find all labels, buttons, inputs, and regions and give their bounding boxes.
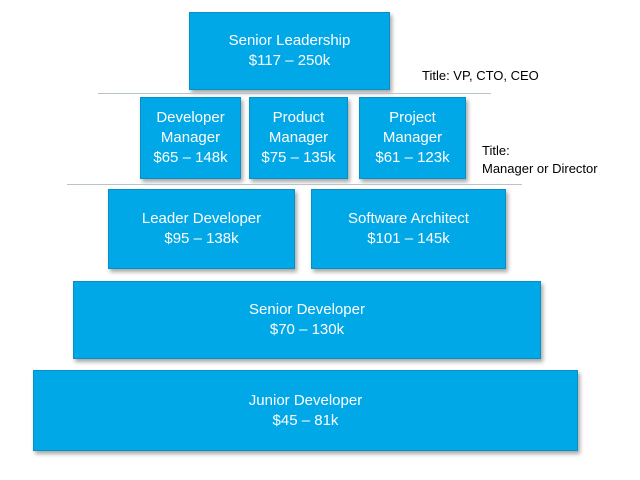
executive-title-note: Title: VP, CTO, CEO (422, 67, 539, 85)
divider-middle (67, 184, 522, 185)
developer-manager-label-line2: Manager (160, 129, 221, 146)
product-manager-label-line2: Manager (268, 129, 329, 146)
software-architect-label: Software Architect (348, 210, 469, 227)
project-manager-salary: $61 – 123k (375, 149, 450, 166)
software-architect-box: Software Architect $101 – 145k (311, 189, 506, 269)
senior-leadership-label: Senior Leadership (228, 32, 351, 49)
junior-developer-box: Junior Developer $45 – 81k (33, 370, 578, 451)
product-manager-salary: $75 – 135k (261, 149, 336, 166)
product-manager-label-line1: Product (272, 109, 325, 126)
developer-manager-salary: $65 – 148k (153, 149, 228, 166)
leader-developer-box: Leader Developer $95 – 138k (108, 189, 295, 269)
developer-manager-label-line1: Developer (156, 109, 225, 126)
senior-developer-box: Senior Developer $70 – 130k (73, 281, 541, 359)
leader-developer-label: Leader Developer (141, 210, 262, 227)
senior-developer-salary: $70 – 130k (269, 321, 345, 338)
developer-manager-box: Developer Manager $65 – 148k (140, 97, 241, 179)
project-manager-label-line1: Project (389, 109, 436, 126)
project-manager-label-line2: Manager (382, 129, 443, 146)
junior-developer-label: Junior Developer (248, 391, 363, 409)
manager-title-line2: Manager or Director (482, 161, 598, 176)
senior-leadership-salary: $117 – 250k (248, 52, 331, 69)
senior-developer-label: Senior Developer (249, 301, 365, 318)
leader-developer-salary: $95 – 138k (164, 230, 239, 247)
junior-developer-salary: $45 – 81k (272, 411, 339, 429)
manager-title-note: Title: Manager or Director (482, 142, 598, 178)
divider-top (98, 93, 491, 94)
project-manager-box: Project Manager $61 – 123k (359, 97, 466, 179)
manager-title-line1: Title: (482, 143, 510, 158)
software-architect-salary: $101 – 145k (367, 230, 450, 247)
executive-title-text: Title: VP, CTO, CEO (422, 68, 539, 83)
senior-leadership-box: Senior Leadership $117 – 250k (189, 12, 390, 90)
product-manager-box: Product Manager $75 – 135k (249, 97, 348, 179)
